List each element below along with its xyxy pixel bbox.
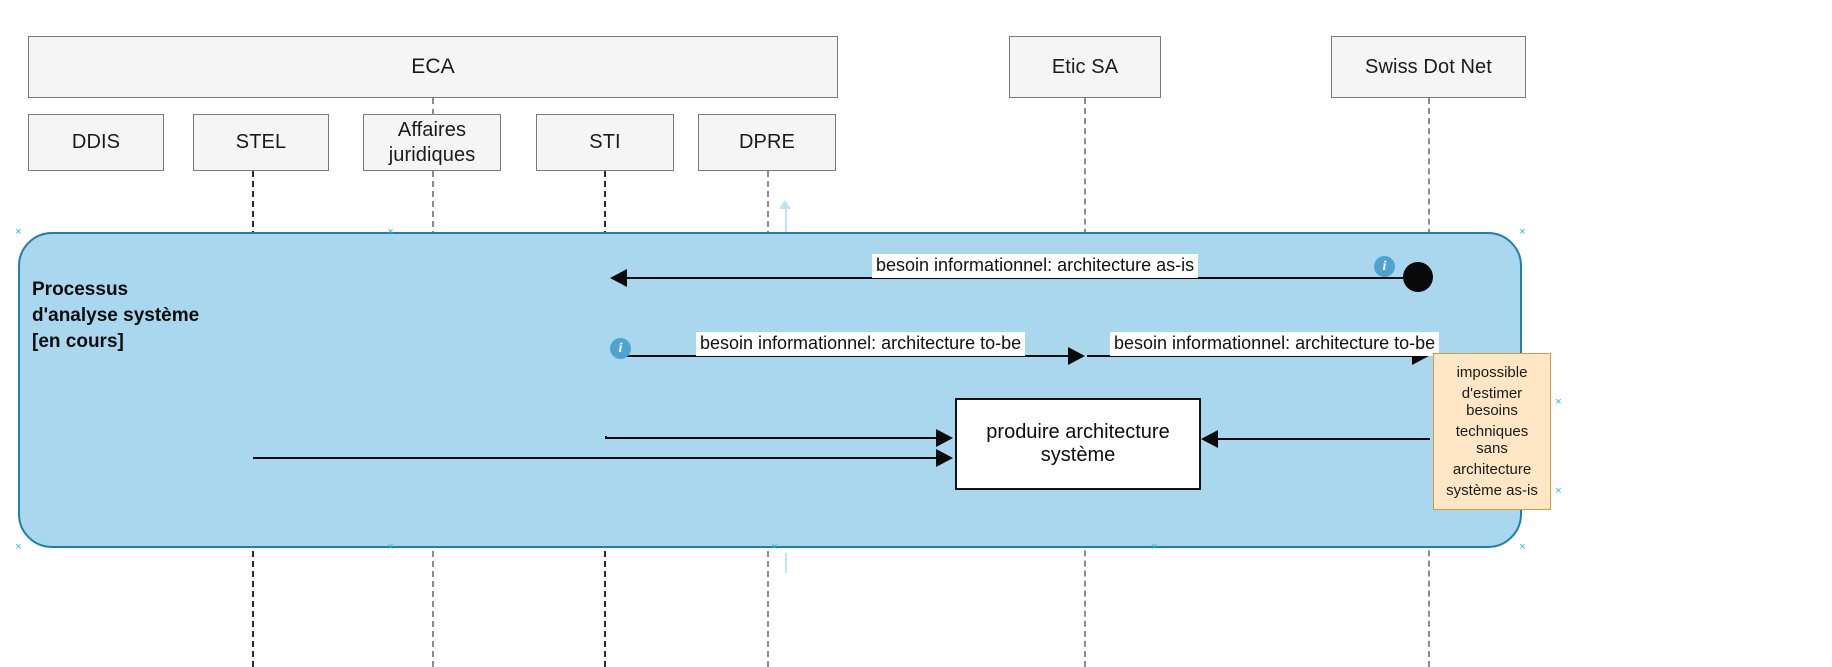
fragment-processus-analyse-systeme[interactable]: [18, 232, 1522, 548]
message-label-as-is: besoin informationnel: architecture as-i…: [872, 254, 1199, 278]
message-line-to-be-2[interactable]: [1087, 355, 1420, 357]
note-impossible-estimer-besoins[interactable]: impossible d'estimer besoins techniques …: [1433, 353, 1551, 510]
lifeline-head-sti-label: STI: [589, 131, 621, 154]
info-icon-to-be-1[interactable]: i: [610, 338, 631, 359]
note-line-4: architecture: [1452, 460, 1532, 478]
note-line-1: impossible: [1456, 363, 1528, 381]
message-label-to-be-1: besoin informationnel: architecture to-b…: [696, 332, 1026, 356]
lifeline-head-ddis[interactable]: DDIS: [28, 114, 164, 171]
message-arrowhead-as-is: [610, 269, 627, 287]
lifeline-head-affaires-juridiques[interactable]: Affaires juridiques: [363, 114, 501, 171]
selection-handle-note-right-top[interactable]: ×: [1555, 396, 1562, 408]
lifeline-head-swiss-dot-net[interactable]: Swiss Dot Net: [1331, 36, 1526, 98]
message-line-as-is[interactable]: [612, 277, 1418, 279]
selection-handle-top-left[interactable]: ×: [15, 226, 22, 238]
note-line-3: techniques sans: [1455, 422, 1529, 458]
selection-handle-bottom-mid3[interactable]: ×: [1151, 541, 1158, 553]
alignment-guide-arrow-icon: [779, 200, 791, 209]
note-line-2: d'estimer besoins: [1461, 384, 1523, 419]
alignment-guide-lower: [785, 553, 787, 573]
selection-handle-bottom-mid[interactable]: ×: [387, 541, 394, 553]
note-line-5: système as-is: [1446, 481, 1538, 499]
lifeline-head-eca[interactable]: ECA: [28, 36, 838, 98]
lifeline-head-dpre-label: DPRE: [739, 131, 795, 154]
lifeline-head-stel[interactable]: STEL: [193, 114, 329, 171]
selection-handle-top-mid[interactable]: ×: [387, 226, 394, 238]
message-arrowhead-to-be-1: [1068, 347, 1085, 365]
lifeline-head-swiss-dot-net-label: Swiss Dot Net: [1365, 55, 1492, 78]
info-icon-as-is[interactable]: i: [1374, 256, 1395, 277]
selection-handle-note-right-bottom[interactable]: ×: [1555, 485, 1562, 497]
message-line-to-be-1[interactable]: [618, 355, 1076, 357]
message-arrowhead-note-to-action: [1201, 430, 1218, 448]
message-label-to-be-2: besoin informationnel: architecture to-b…: [1110, 332, 1440, 356]
lifeline-head-etic-sa-label: Etic SA: [1051, 55, 1119, 78]
lifeline-eca: [432, 98, 434, 115]
selection-handle-bottom-right[interactable]: ×: [1519, 541, 1526, 553]
selection-handle-bottom-mid2[interactable]: ×: [771, 541, 778, 553]
action-produire-architecture-systeme[interactable]: produire architecture système: [955, 398, 1201, 490]
lifeline-head-affaires-juridiques-label: Affaires juridiques: [388, 119, 476, 166]
message-line-note-to-action[interactable]: [1216, 438, 1430, 440]
action-label: produire architecture système: [986, 421, 1170, 466]
fragment-label: Processus d'analyse système [en cours]: [32, 279, 200, 353]
lifeline-head-stel-label: STEL: [235, 131, 287, 154]
selection-handle-top-right[interactable]: ×: [1519, 226, 1526, 238]
message-terminator-ball-as-is: [1403, 262, 1433, 292]
selection-handle-bottom-left[interactable]: ×: [15, 541, 22, 553]
lifeline-head-eca-label: ECA: [411, 55, 455, 79]
message-arrowhead-sti-to-action: [936, 429, 953, 447]
lifeline-head-etic-sa[interactable]: Etic SA: [1009, 36, 1161, 98]
lifeline-head-ddis-label: DDIS: [71, 131, 121, 154]
message-arrowhead-stel-to-action: [936, 449, 953, 467]
lifeline-head-sti[interactable]: STI: [536, 114, 674, 171]
lifeline-head-dpre[interactable]: DPRE: [698, 114, 836, 171]
message-line-sti-to-action[interactable]: [605, 437, 938, 439]
alignment-guide: [785, 207, 787, 237]
message-line-stel-to-action[interactable]: [253, 457, 938, 459]
